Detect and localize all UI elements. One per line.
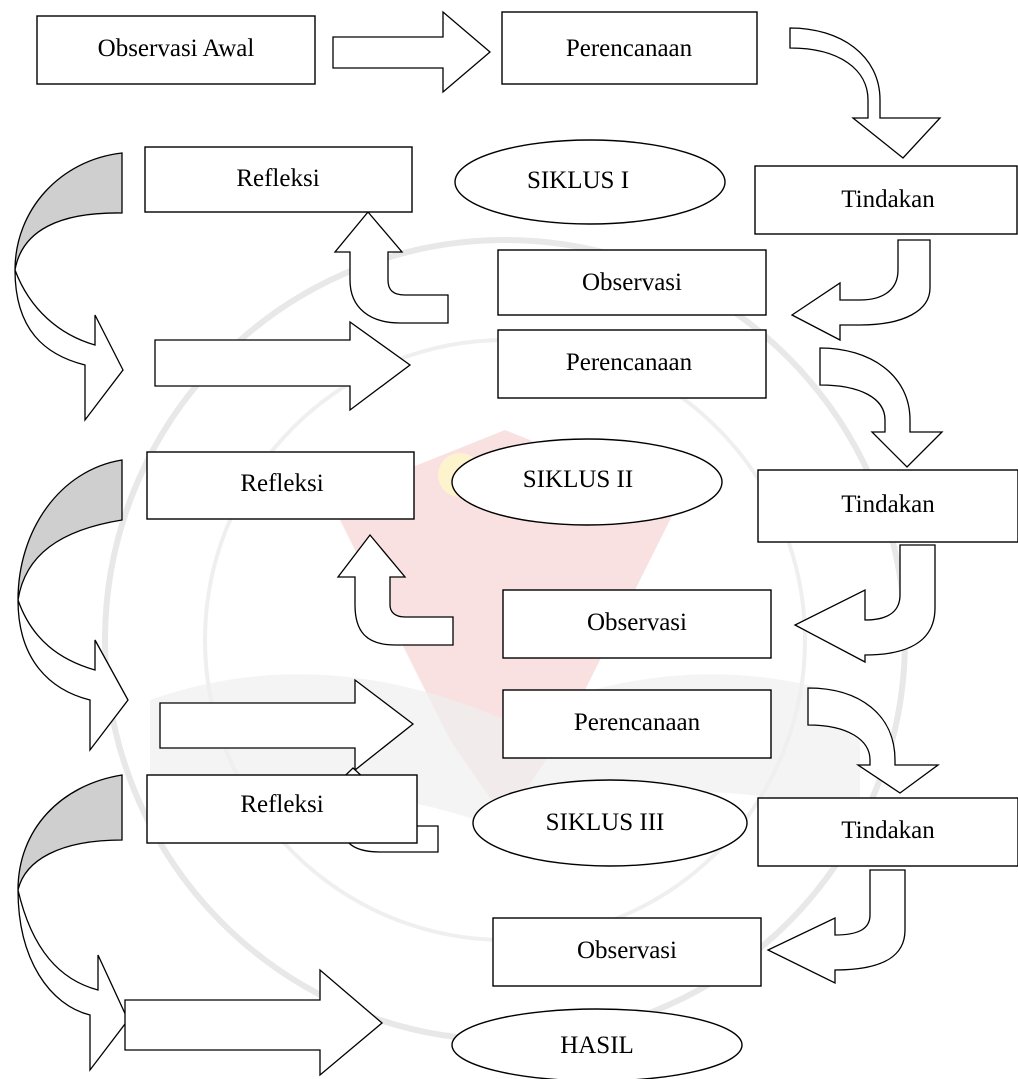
perencanaan-box-3 xyxy=(502,689,772,759)
tindakan-box-1 xyxy=(754,165,1018,235)
arrow-shaded-curve-2b xyxy=(17,599,129,752)
arrow-curve-down-3 xyxy=(807,687,940,794)
siklus-ellipse-2 xyxy=(451,438,723,526)
arrow-curve-up-2 xyxy=(336,533,454,646)
refleksi-box-1 xyxy=(144,146,413,213)
arrow-curve-up-1 xyxy=(333,210,449,324)
arrow-right-2 xyxy=(154,320,412,412)
tindakan-box-3 xyxy=(757,797,1018,867)
arrow-right-1 xyxy=(332,10,492,94)
arrow-curve-left-1 xyxy=(790,239,931,342)
observasi-label-1: Observasi xyxy=(582,269,682,296)
siklus-ellipse-1 xyxy=(454,139,726,225)
arrow-shaded-curve-1 xyxy=(14,152,123,271)
arrow-right-4 xyxy=(124,968,384,1077)
tindakan-label-3: Tindakan xyxy=(841,817,935,844)
tindakan-label-2: Tindakan xyxy=(841,491,935,518)
refleksi-box-3 xyxy=(146,774,418,844)
arrow-right-3 xyxy=(159,678,415,772)
perencanaan-label-1: Perencanaan xyxy=(566,35,693,62)
observasi-box-2 xyxy=(502,589,772,659)
observasi-label-2: Observasi xyxy=(587,609,687,636)
siklus-ellipse-3 xyxy=(472,779,748,867)
refleksi-box-2 xyxy=(146,451,415,520)
perencanaan-label-2: Perencanaan xyxy=(566,349,693,376)
siklus-label-3: SIKLUS III xyxy=(546,809,665,836)
refleksi-label-2: Refleksi xyxy=(240,470,323,497)
arrow-curve-down-1 xyxy=(789,27,942,159)
tindakan-box-2 xyxy=(757,469,1018,543)
start-label: Observasi Awal xyxy=(98,35,255,62)
siklus-label-2: SIKLUS II xyxy=(523,466,633,493)
start-box xyxy=(36,15,316,85)
observasi-label-3: Observasi xyxy=(577,937,677,964)
refleksi-label-3: Refleksi xyxy=(240,791,323,818)
observasi-box-3b xyxy=(492,917,762,987)
arrow-shaded-curve-1b xyxy=(14,269,124,422)
arrow-curve-left-3 xyxy=(766,869,906,985)
hasil-ellipse xyxy=(451,1008,743,1079)
arrow-shaded-curve-3b xyxy=(17,889,129,1072)
perencanaan-label-3: Perencanaan xyxy=(574,709,701,736)
siklus-label-1: SIKLUS I xyxy=(527,167,629,194)
perencanaan-box-1 xyxy=(501,11,758,85)
arrow-curve-left-2 xyxy=(793,544,936,664)
perencanaan-box-2 xyxy=(497,329,767,399)
hasil-label: HASIL xyxy=(560,1032,634,1059)
arrow-shaded-curve-2 xyxy=(17,459,123,601)
arrow-curve-down-2 xyxy=(819,347,944,468)
arrow-shaded-curve-3 xyxy=(17,774,123,891)
refleksi-label-1: Refleksi xyxy=(236,165,319,192)
tindakan-label-1: Tindakan xyxy=(841,186,935,213)
observasi-box-1 xyxy=(497,249,767,316)
